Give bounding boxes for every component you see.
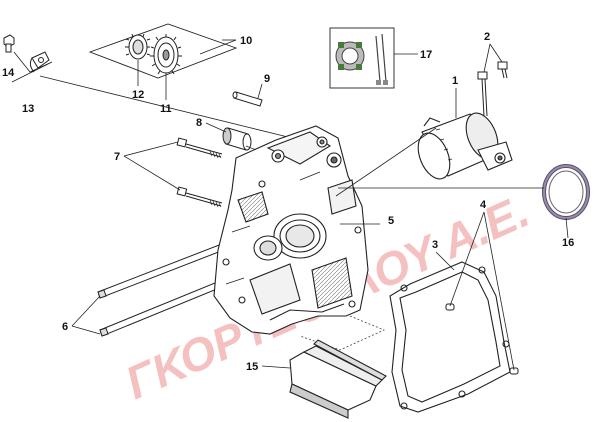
bushing-8 (222, 127, 252, 151)
callout-9: 9 (264, 73, 270, 85)
starter-motor-1 (417, 112, 513, 180)
long-studs-6 (97, 239, 235, 337)
callout-15: 15 (246, 361, 258, 373)
clamp-bracket-13 (29, 51, 50, 73)
gasket-dowel-pins-4 (445, 303, 519, 375)
callout-5: 5 (388, 215, 394, 227)
callout-12: 12 (132, 89, 144, 101)
callout-3: 3 (432, 239, 438, 251)
callout-13: 13 (22, 103, 34, 115)
callout-17: 17 (420, 49, 432, 61)
idler-shaft-9 (232, 91, 263, 107)
callout-4: 4 (480, 199, 487, 211)
starter-bolts-2 (477, 61, 508, 117)
o-ring-16 (542, 164, 590, 220)
brush-holder-17 (335, 33, 388, 85)
callout-16: 16 (562, 237, 574, 249)
chain-guide-cover-15 (289, 339, 387, 419)
idle-gear-11 (150, 34, 182, 75)
callout-1: 1 (452, 75, 458, 87)
callout-6: 6 (62, 321, 68, 333)
small-gear-12 (125, 33, 151, 60)
callout-7: 7 (114, 151, 120, 163)
callout-11: 11 (160, 103, 172, 115)
callout-14: 14 (2, 67, 15, 79)
small-bolt-14 (3, 34, 15, 53)
callout-2: 2 (484, 31, 490, 43)
callout-8: 8 (196, 117, 202, 129)
crankcase-bolts-7 (176, 137, 223, 208)
gear-set-box (88, 23, 238, 79)
right-crankcase-half-5 (213, 125, 369, 335)
crankcase-cover-gasket-3 (389, 261, 511, 413)
callout-10: 10 (240, 35, 252, 47)
